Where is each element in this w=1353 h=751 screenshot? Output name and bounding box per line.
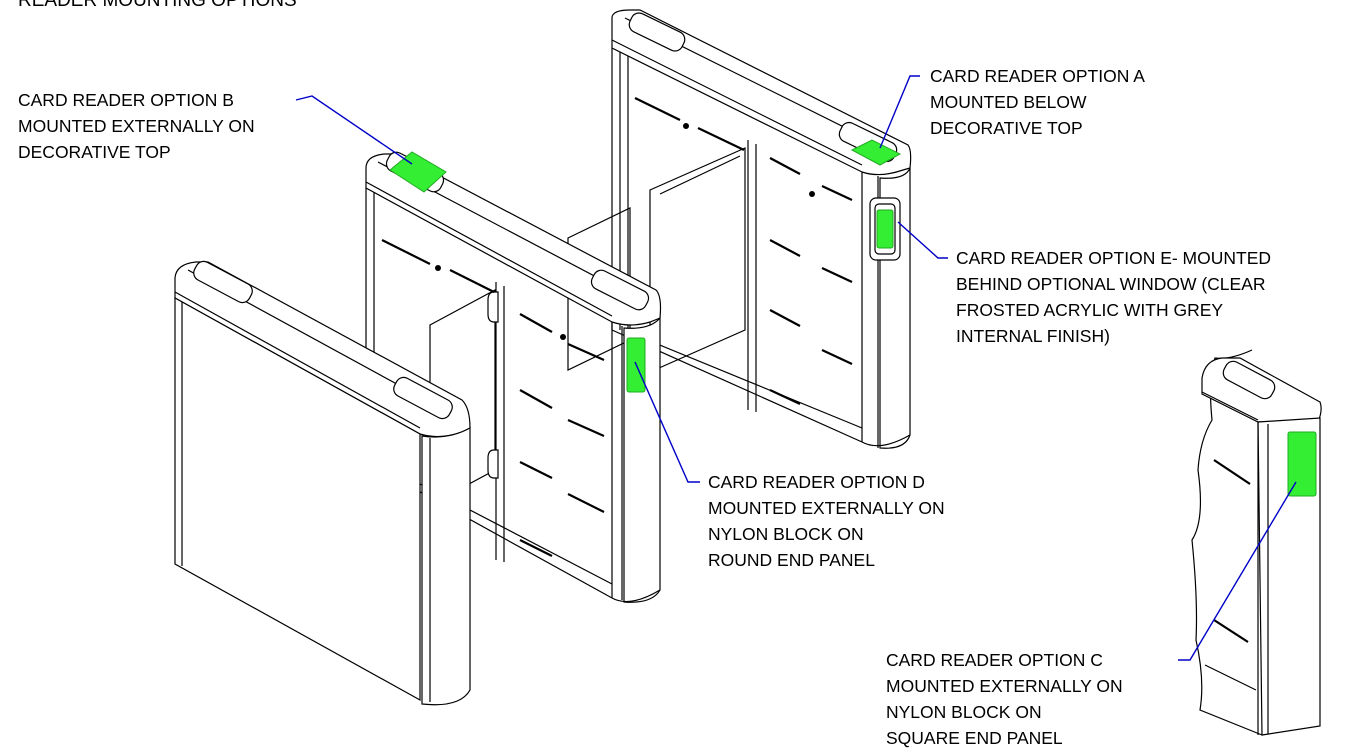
svg-text:CARD READER OPTION D: CARD READER OPTION D (708, 472, 925, 492)
square-end-panel-detail (1191, 349, 1322, 736)
leader-option-b (295, 95, 413, 165)
label-option-d: CARD READER OPTION D MOUNTED EXTERNALLY … (708, 472, 945, 570)
svg-text:MOUNTED EXTERNALLY ON: MOUNTED EXTERNALLY ON (886, 676, 1123, 696)
svg-text:CARD READER OPTION A: CARD READER OPTION A (930, 66, 1145, 86)
reader-option-c (1287, 431, 1317, 497)
svg-text:CARD READER OPTION B: CARD READER OPTION B (18, 90, 234, 110)
leader-option-a (879, 75, 920, 149)
svg-text:CARD READER OPTION C: CARD READER OPTION C (886, 650, 1103, 670)
svg-text:MOUNTED EXTERNALLY ON: MOUNTED EXTERNALLY ON (18, 116, 255, 136)
svg-text:BEHIND OPTIONAL WINDOW (CLEAR: BEHIND OPTIONAL WINDOW (CLEAR (956, 274, 1266, 294)
svg-text:MOUNTED BELOW: MOUNTED BELOW (930, 92, 1087, 112)
svg-text:INTERNAL FINISH): INTERNAL FINISH) (956, 326, 1110, 346)
svg-text:FROSTED ACRYLIC WITH GREY: FROSTED ACRYLIC WITH GREY (956, 300, 1223, 320)
label-option-b: CARD READER OPTION B MOUNTED EXTERNALLY … (18, 90, 255, 162)
reader-option-a (850, 139, 902, 166)
label-option-c: CARD READER OPTION C MOUNTED EXTERNALLY … (886, 650, 1123, 748)
drawing-title: READER MOUNTING OPTIONS (18, 0, 297, 11)
svg-text:DECORATIVE TOP: DECORATIVE TOP (930, 118, 1083, 138)
svg-text:DECORATIVE TOP: DECORATIVE TOP (18, 142, 171, 162)
svg-text:MOUNTED EXTERNALLY ON: MOUNTED EXTERNALLY ON (708, 498, 945, 518)
reader-option-e (876, 209, 894, 249)
front-cabinet (174, 260, 471, 706)
leader-option-d (634, 361, 700, 483)
card-readers (389, 139, 1317, 497)
svg-text:ROUND END PANEL: ROUND END PANEL (708, 550, 875, 570)
svg-text:CARD READER OPTION E- MOUNTED: CARD READER OPTION E- MOUNTED (956, 248, 1271, 268)
reader-option-b (389, 151, 447, 193)
svg-text:SQUARE END PANEL: SQUARE END PANEL (886, 728, 1063, 748)
leader-lines (295, 75, 1297, 661)
leader-option-c (1178, 481, 1297, 661)
label-option-a: CARD READER OPTION A MOUNTED BELOW DECOR… (930, 66, 1145, 138)
label-option-e: CARD READER OPTION E- MOUNTED BEHIND OPT… (956, 248, 1271, 346)
leader-option-e (897, 221, 948, 259)
svg-text:NYLON BLOCK ON: NYLON BLOCK ON (708, 524, 864, 544)
svg-text:NYLON BLOCK ON: NYLON BLOCK ON (886, 702, 1042, 722)
back-cabinet (611, 9, 912, 449)
